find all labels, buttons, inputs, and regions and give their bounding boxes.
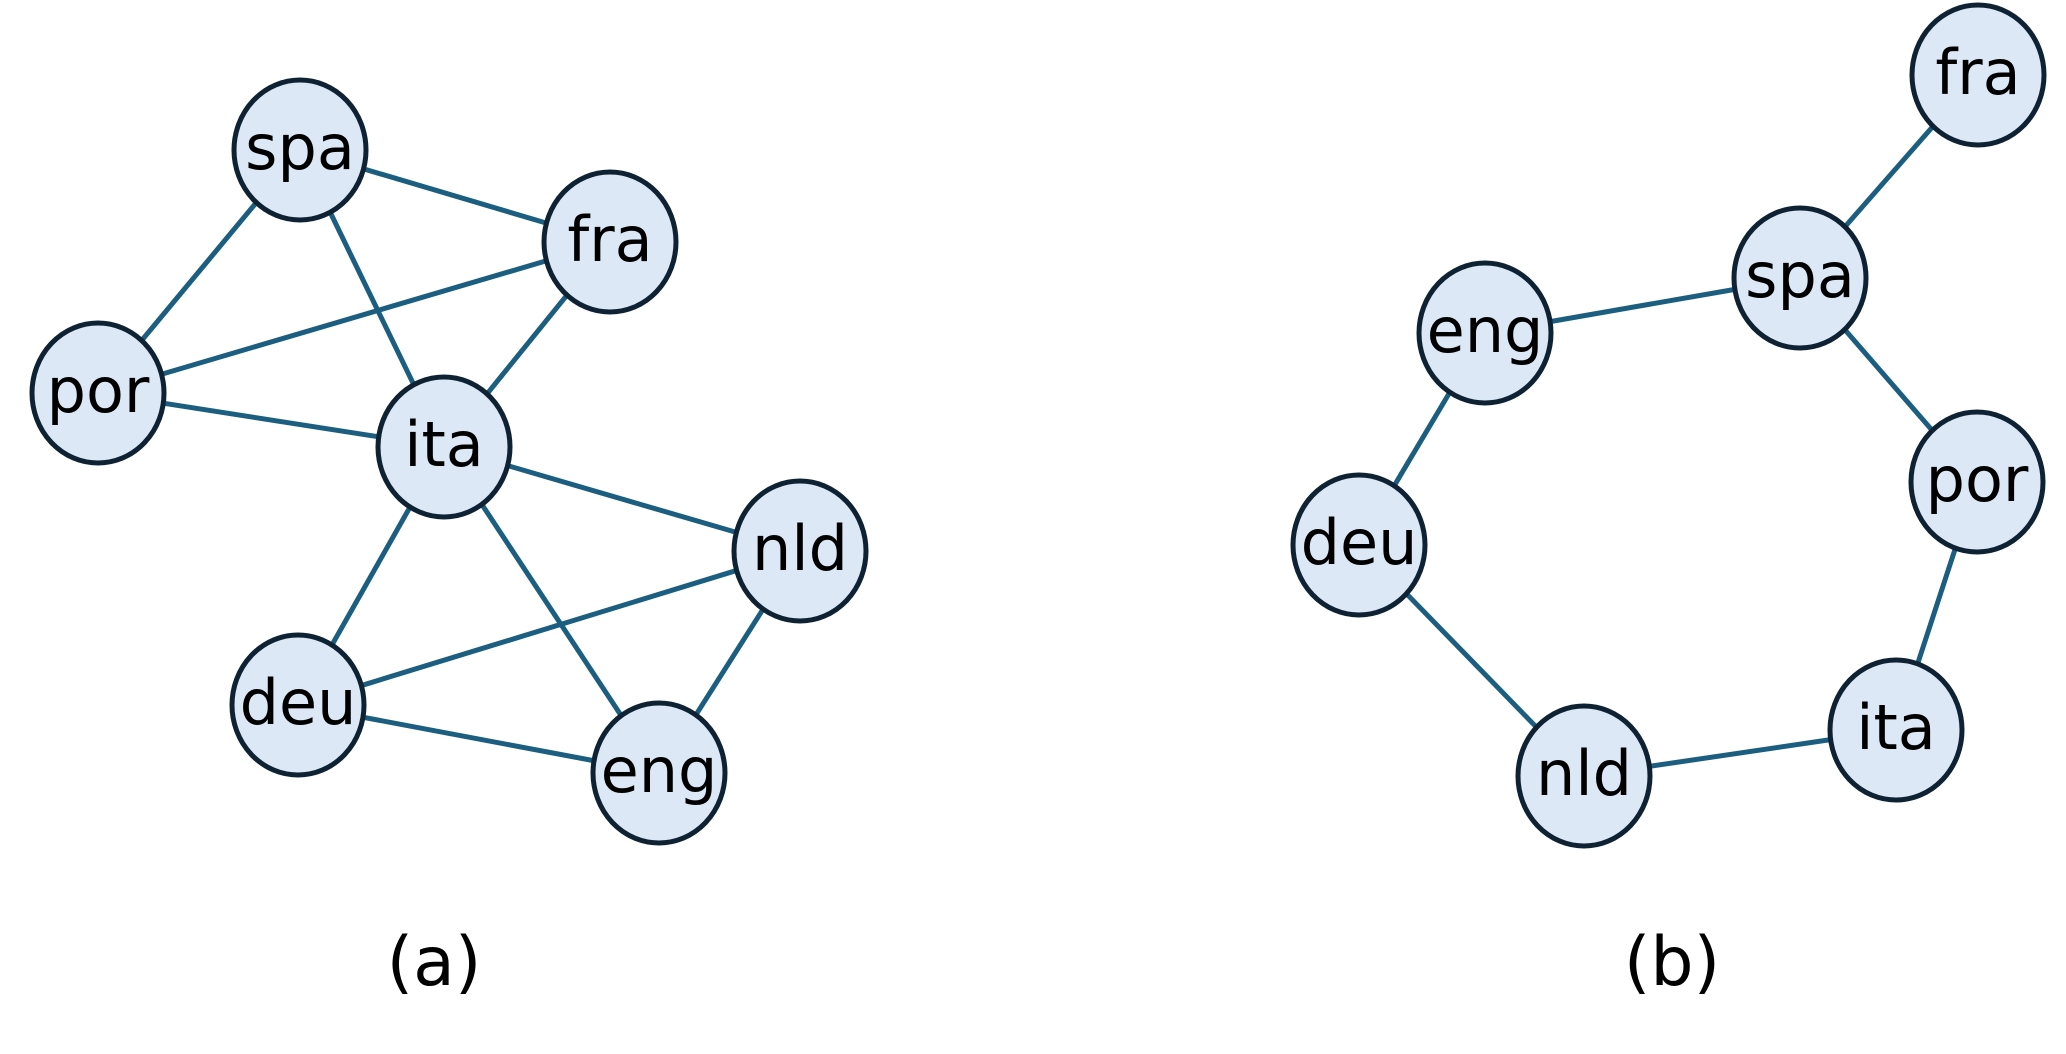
panel-a-nodes: spa fra por ita nld deu eng (29, 77, 869, 846)
node-deu-label: deu (1301, 506, 1418, 579)
node-nld-label: nld (752, 512, 848, 585)
node-ita: ita (1827, 657, 1965, 803)
node-nld: nld (731, 478, 869, 624)
node-spa-label: spa (1745, 239, 1855, 312)
edge-deu-nld (1404, 591, 1539, 730)
edge-spa-por (139, 200, 259, 343)
edge-fra-ita (485, 293, 569, 396)
node-eng-circle (590, 700, 728, 846)
node-ita-circle (1827, 657, 1965, 803)
node-eng: eng (1416, 260, 1554, 406)
panel-b-nodes: fra spa eng por deu ita nld (1290, 2, 2047, 849)
node-spa-circle (231, 77, 369, 223)
node-spa: spa (231, 77, 369, 223)
edge-eng-deu (1392, 390, 1452, 488)
node-eng: eng (590, 700, 728, 846)
edge-spa-fra (362, 166, 548, 226)
node-ita-label: ita (1856, 691, 1936, 764)
panel-b-edges (1392, 124, 1958, 769)
edge-nld-eng (693, 607, 766, 717)
node-eng-circle (1416, 260, 1554, 406)
node-deu-label: deu (240, 666, 357, 739)
panel-a-caption: (a) (387, 923, 482, 1002)
node-nld-label: nld (1536, 737, 1632, 810)
node-fra-label: fra (567, 203, 652, 276)
edge-deu-eng (362, 714, 595, 764)
node-fra-circle (541, 169, 679, 315)
node-spa-circle (1731, 205, 1869, 351)
panel-b: fra spa eng por deu ita nld (b) (1290, 2, 2047, 1002)
edge-fra-por (160, 258, 548, 377)
node-spa: spa (1731, 205, 1869, 351)
edge-ita-nld (506, 463, 738, 535)
node-nld-circle (1515, 703, 1653, 849)
node-nld-circle (731, 478, 869, 624)
node-spa-label: spa (245, 111, 355, 184)
node-por: por (1908, 409, 2046, 555)
panel-a: spa fra por ita nld deu eng (a) (29, 77, 869, 1002)
node-ita-label: ita (404, 408, 484, 481)
edge-ita-por (1915, 547, 1958, 665)
node-ita-circle (375, 374, 513, 520)
edge-ita-eng (479, 502, 624, 718)
edge-nld-ita (1649, 737, 1831, 769)
edge-spa-ita (327, 211, 417, 386)
node-fra-label: fra (1935, 36, 2020, 109)
node-por-label: por (47, 354, 150, 427)
node-fra-circle (1909, 2, 2047, 148)
node-deu-circle (229, 632, 367, 778)
edge-ita-deu (329, 505, 413, 647)
node-nld: nld (1515, 703, 1653, 849)
edge-spa-eng (1549, 286, 1736, 325)
node-por-circle (29, 320, 167, 466)
node-por-label: por (1926, 443, 2029, 516)
edge-spa-por (1842, 327, 1935, 433)
panel-b-caption: (b) (1624, 923, 1720, 1002)
node-eng-label: eng (601, 734, 718, 807)
edge-fra-spa (1843, 124, 1935, 229)
node-fra: fra (541, 169, 679, 315)
node-deu: deu (229, 632, 367, 778)
node-por: por (29, 320, 167, 466)
edge-nld-deu (360, 568, 738, 688)
edge-por-ita (162, 400, 380, 440)
panel-a-edges (139, 166, 766, 764)
node-deu-circle (1290, 472, 1428, 618)
node-eng-label: eng (1427, 294, 1544, 367)
node-por-circle (1908, 409, 2046, 555)
node-fra: fra (1909, 2, 2047, 148)
node-deu: deu (1290, 472, 1428, 618)
node-ita: ita (375, 374, 513, 520)
